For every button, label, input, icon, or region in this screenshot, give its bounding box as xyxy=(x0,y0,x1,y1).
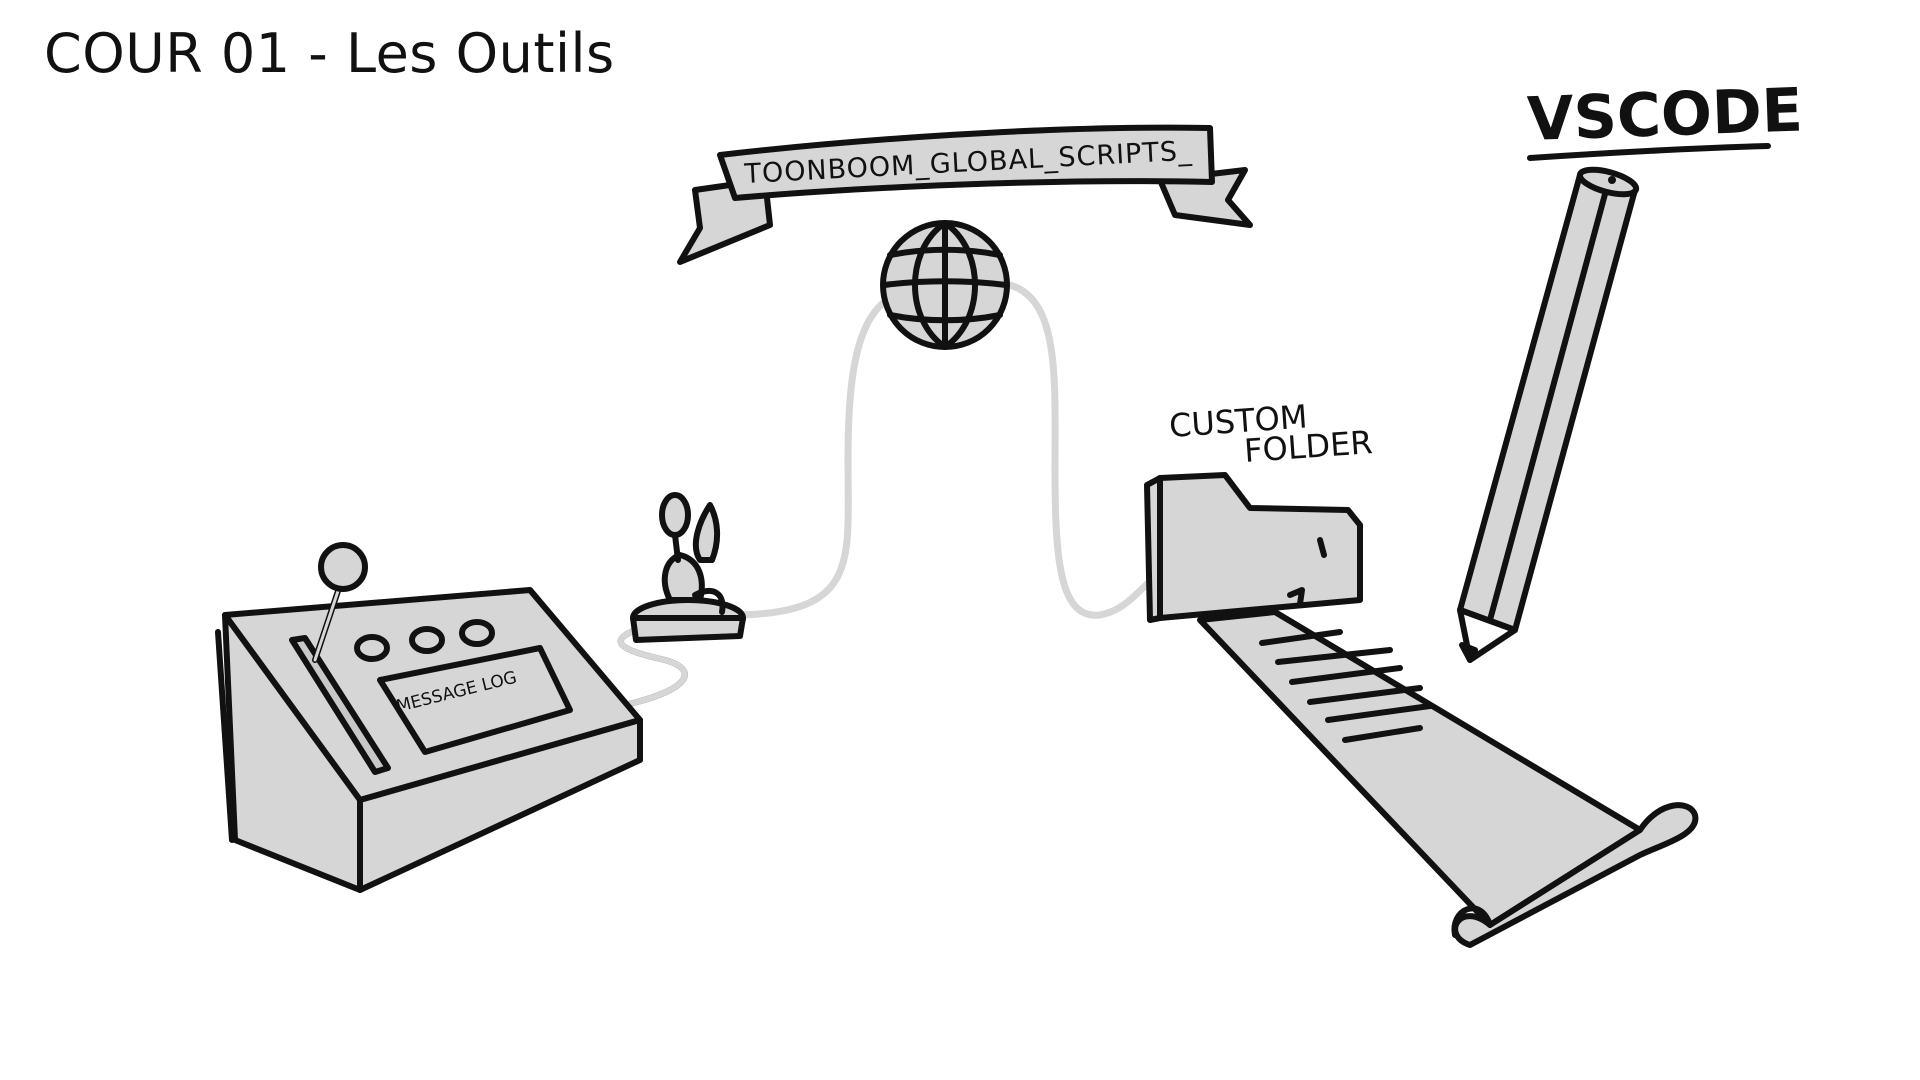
console-icon: MESSAGE LOG xyxy=(215,542,643,893)
globe-icon xyxy=(880,220,1010,350)
cables xyxy=(617,281,1164,708)
vscode-label-group: VSCODE xyxy=(1526,75,1804,161)
folder-icon xyxy=(1144,472,1363,623)
paper-scroll-icon xyxy=(1197,609,1699,948)
custom-folder-label-line2: FOLDER xyxy=(1243,423,1374,470)
page-title: COUR 01 - Les Outils xyxy=(44,22,615,85)
vscode-label: VSCODE xyxy=(1526,75,1804,155)
plug-icon xyxy=(630,492,746,643)
pencil-icon xyxy=(1457,166,1640,663)
banner: TOONBOOM_GLOBAL_SCRIPTS_ xyxy=(677,124,1253,265)
